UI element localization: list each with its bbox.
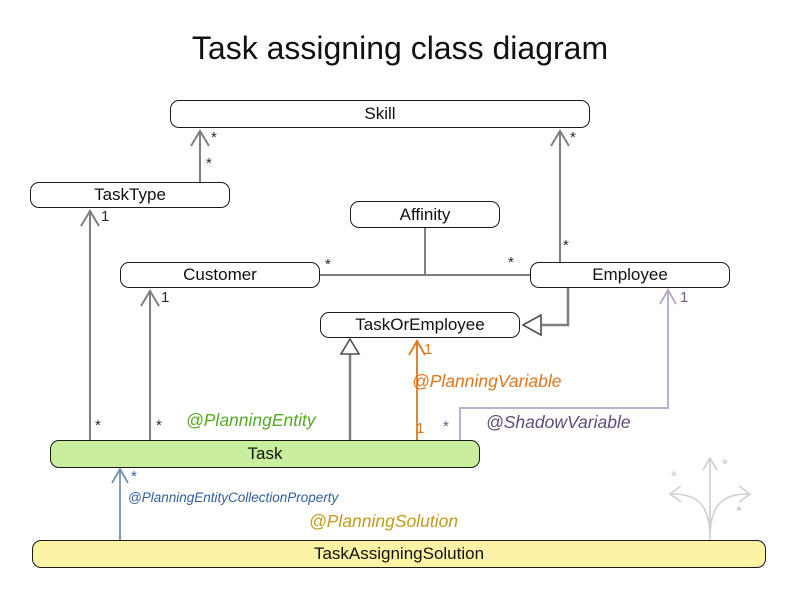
annotation-planning-entity-collection-property: @PlanningEntityCollectionProperty bbox=[128, 490, 339, 505]
multiplicity-employee-shadow-head: 1 bbox=[680, 289, 689, 306]
diagram-title: Task assigning class diagram bbox=[191, 30, 609, 66]
multiplicity-tasktype-skill-head: * bbox=[211, 129, 217, 146]
annotation-shadow-variable: @ShadowVariable bbox=[486, 412, 631, 432]
collection-property-arrow bbox=[111, 467, 129, 540]
multiplicity-planning-variable-head: 1 bbox=[424, 341, 433, 358]
class-box-task: Task bbox=[50, 440, 480, 468]
multiplicity-ghost-left: * bbox=[671, 468, 677, 485]
multiplicity-task-customer-head: 1 bbox=[161, 289, 170, 306]
multiplicity-shadow-variable-tail: * bbox=[443, 418, 449, 435]
multiplicity-ghost-top: * bbox=[722, 456, 728, 473]
class-box-taskassigningsolution: TaskAssigningSolution bbox=[32, 540, 766, 568]
multiplicity-employee-skill-tail: * bbox=[563, 237, 569, 254]
multiplicity-task-tasktype-tail: * bbox=[95, 417, 101, 434]
class-box-taskoremployee: TaskOrEmployee bbox=[320, 312, 520, 338]
class-box-skill: Skill bbox=[170, 100, 590, 128]
multiplicity-employee-skill-head: * bbox=[570, 129, 576, 146]
annotation-planning-variable: @PlanningVariable bbox=[412, 371, 562, 391]
multiplicity-tasktype-skill-tail: * bbox=[206, 155, 212, 172]
class-box-customer: Customer bbox=[120, 262, 320, 288]
ghost-fork-icon bbox=[668, 456, 752, 540]
annotation-planning-entity: @PlanningEntity bbox=[186, 410, 316, 430]
multiplicity-customer-employee-left: * bbox=[325, 256, 331, 273]
class-box-tasktype: TaskType bbox=[30, 182, 230, 208]
class-box-employee: Employee bbox=[530, 262, 730, 288]
multiplicity-task-customer-tail: * bbox=[156, 417, 162, 434]
class-box-affinity: Affinity bbox=[350, 201, 500, 228]
multiplicity-customer-employee-right: * bbox=[508, 254, 514, 271]
multiplicity-task-tasktype-head: 1 bbox=[101, 208, 110, 225]
association-task-tasktype bbox=[80, 209, 100, 440]
multiplicity-ghost-right: * bbox=[736, 503, 742, 520]
annotation-planning-solution: @PlanningSolution bbox=[309, 511, 459, 531]
multiplicity-collection-property-tail: * bbox=[131, 468, 137, 485]
generalization-employee-taskoremployee bbox=[521, 288, 570, 337]
generalization-task-taskoremployee bbox=[339, 337, 361, 440]
multiplicity-planning-variable-tail: 1 bbox=[416, 420, 425, 437]
